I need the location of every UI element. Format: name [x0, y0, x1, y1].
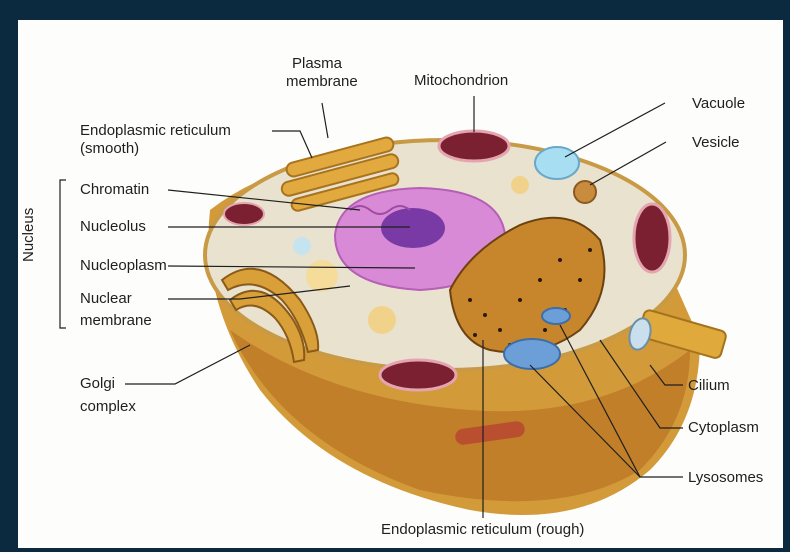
label-plasma-membrane-1: Plasma: [292, 55, 342, 72]
label-cilium: Cilium: [688, 377, 730, 394]
label-er-smooth-1: Endoplasmic reticulum: [80, 122, 231, 139]
label-vacuole: Vacuole: [692, 95, 745, 112]
label-golgi-1: Golgi: [80, 375, 115, 392]
label-lysosomes: Lysosomes: [688, 469, 763, 486]
label-nucleolus: Nucleolus: [80, 218, 146, 235]
label-nuclear-membrane-1: Nuclear: [80, 290, 132, 307]
label-nucleus-group: Nucleus: [20, 208, 37, 262]
label-vesicle: Vesicle: [692, 134, 740, 151]
label-nuclear-membrane-2: membrane: [80, 312, 152, 329]
lysosome-2: [542, 308, 570, 324]
label-golgi-2: complex: [80, 398, 136, 415]
label-er-smooth-2: (smooth): [80, 140, 139, 157]
inclusion-3: [306, 260, 338, 292]
inclusion-1: [511, 176, 529, 194]
label-nucleoplasm: Nucleoplasm: [80, 257, 167, 274]
mitochondrion-right: [634, 204, 670, 272]
mitochondrion-left: [224, 203, 264, 225]
label-cytoplasm: Cytoplasm: [688, 419, 759, 436]
vesicle-small: [293, 237, 311, 255]
nucleolus-shape: [381, 208, 445, 248]
label-er-rough: Endoplasmic reticulum (rough): [381, 521, 584, 538]
lysosome-1: [504, 339, 560, 369]
vacuole-shape: [535, 147, 579, 179]
inclusion-2: [368, 306, 396, 334]
mitochondrion-top: [439, 131, 509, 161]
label-chromatin: Chromatin: [80, 181, 149, 198]
label-mitochondrion: Mitochondrion: [414, 72, 508, 89]
mitochondrion-bottom: [380, 360, 456, 390]
label-plasma-membrane-2: membrane: [286, 73, 358, 90]
vesicle-shape: [574, 181, 596, 203]
